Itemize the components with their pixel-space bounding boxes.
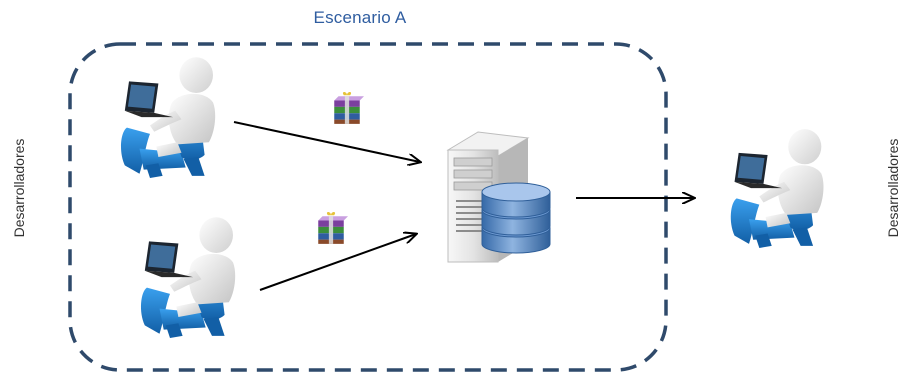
developer-icon [120,57,216,178]
developers-label-right: Desarrolladores [885,138,901,238]
arrow-developer1-to-server [233,121,420,162]
scenario-boundary [68,42,668,372]
arrow-developer2-to-server [259,234,416,291]
developers-label-left: Desarrolladores [11,138,27,238]
database-icon [481,182,551,254]
developer-icon [730,129,824,248]
scenario-title: Escenario A [313,8,407,27]
archive-package-icon [318,212,348,244]
archive-package-icon [334,92,364,124]
developer-icon [140,217,236,338]
